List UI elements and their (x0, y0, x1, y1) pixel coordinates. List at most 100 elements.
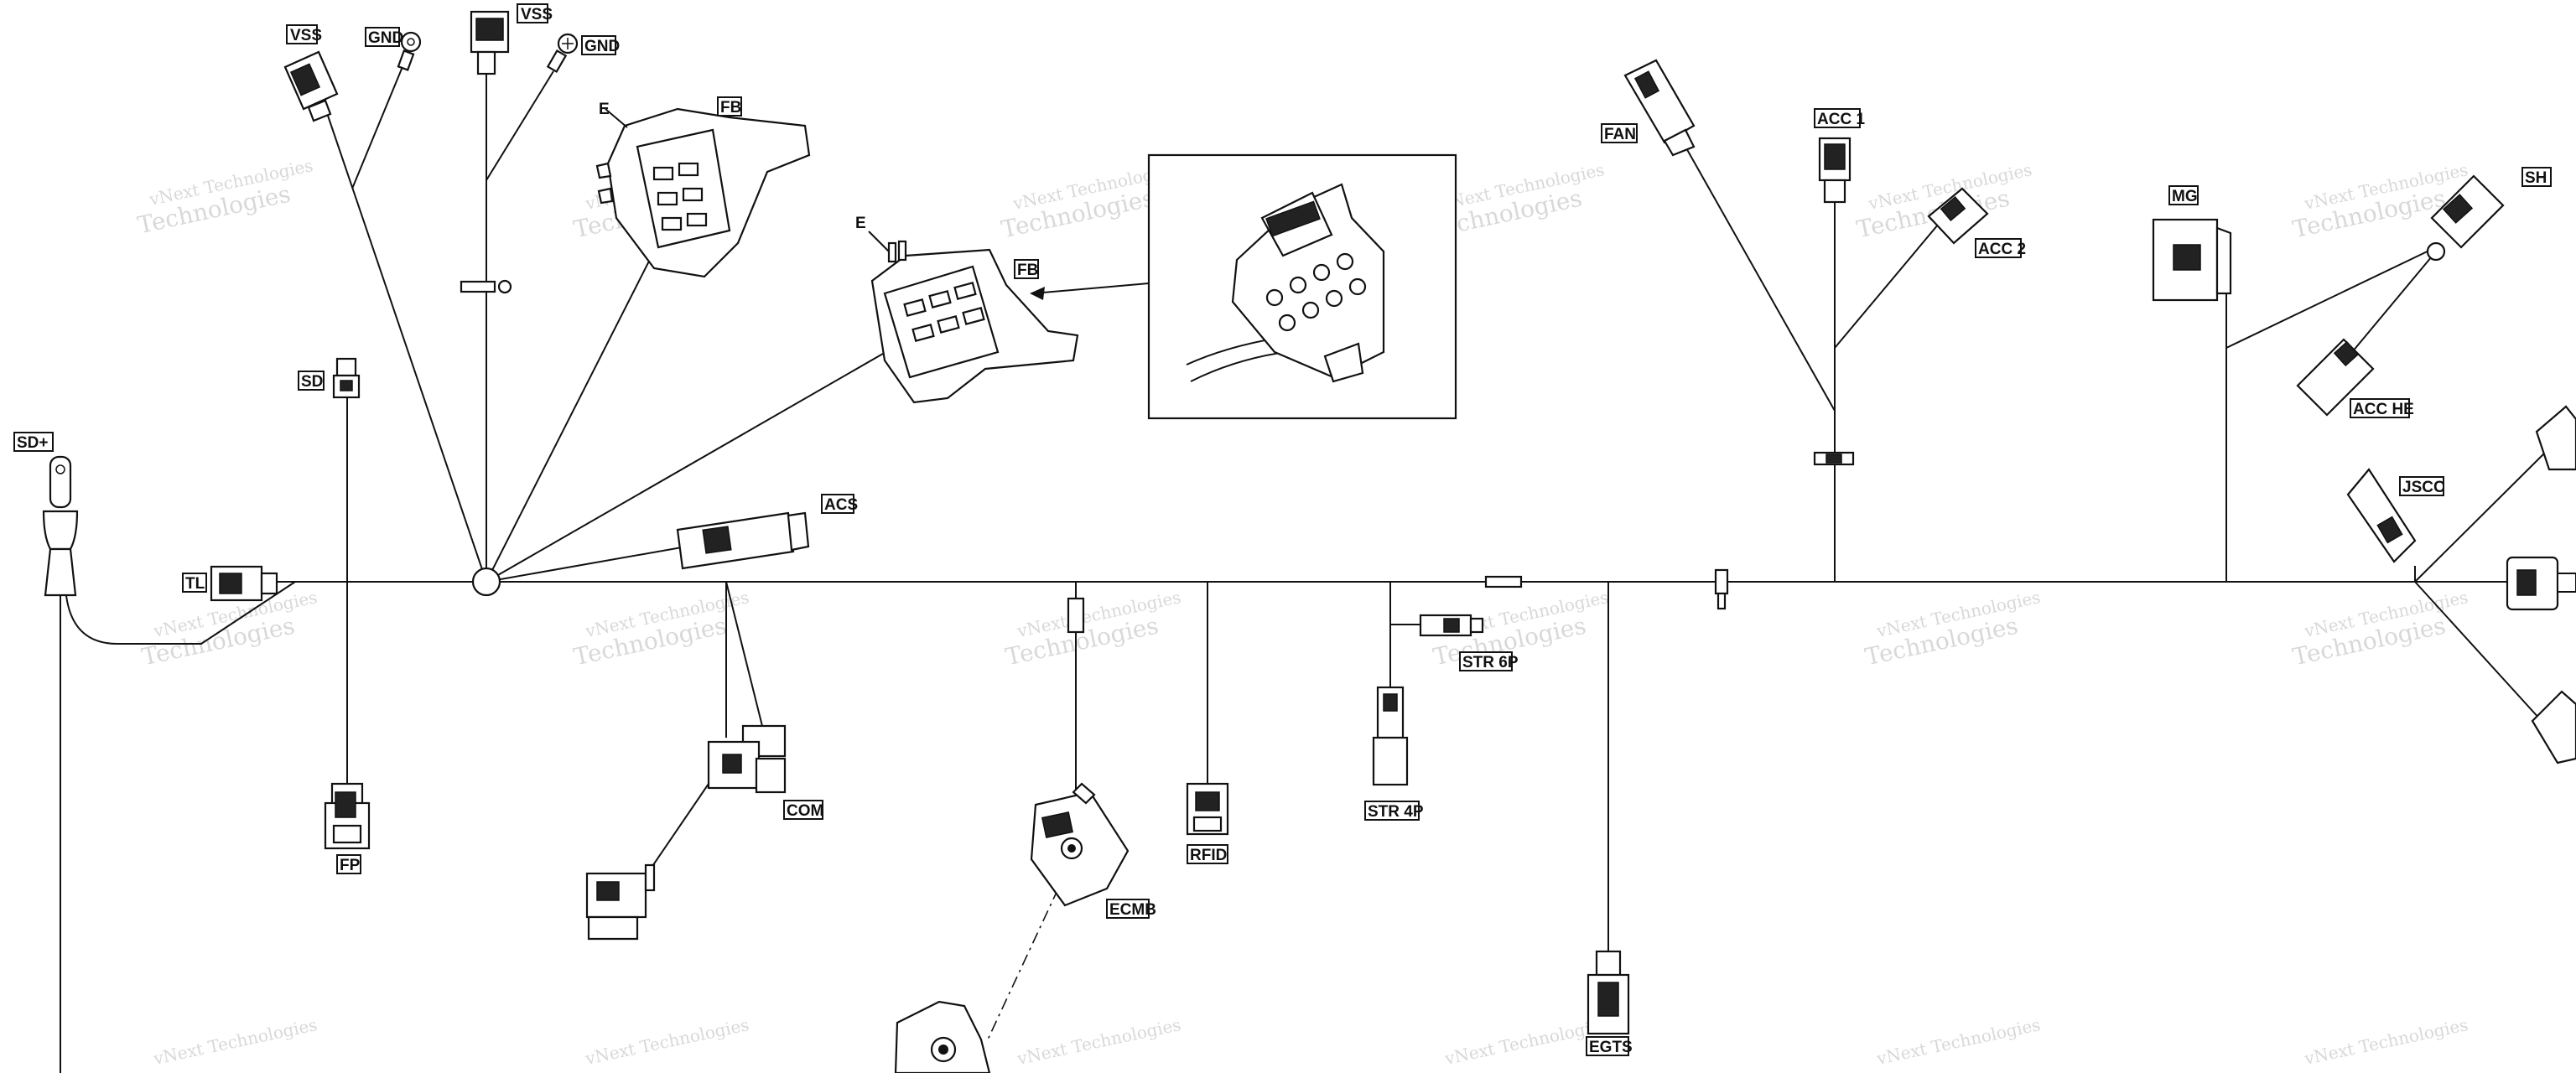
watermark: vNext Technologies (151, 1014, 319, 1069)
svg-text:MG: MG (2172, 188, 2198, 205)
svg-text:ACS: ACS (824, 496, 858, 514)
label-rfid: RFID (1187, 844, 1228, 864)
svg-text:FAN: FAN (1604, 126, 1636, 143)
svg-text:vNext Technologies: vNext Technologies (583, 1014, 750, 1069)
label-vss-2: VSS (517, 3, 553, 23)
label-fb-2: FB (1014, 259, 1039, 279)
fan-connector[interactable] (1623, 59, 1696, 157)
inline-connector-trunk (1714, 568, 1729, 610)
acs-wire (486, 544, 697, 583)
inline-connector-ecmb (1067, 597, 1085, 634)
label-ecmb: ECMB (1106, 899, 1156, 919)
label-str-4p: STR 4P (1364, 801, 1424, 821)
svg-text:STR 6P: STR 6P (1462, 654, 1519, 671)
svg-text:JSCC: JSCC (2402, 479, 2445, 496)
str-4p-connector[interactable] (1372, 686, 1409, 786)
svg-text:COM: COM (787, 802, 823, 820)
svg-text:TL: TL (185, 575, 205, 593)
fb-detail-arrow (1032, 283, 1150, 294)
splice-node (471, 567, 501, 597)
svg-text:VSS: VSS (521, 6, 553, 23)
gnd-terminal-2[interactable] (546, 33, 579, 74)
label-fp: FP (336, 854, 361, 874)
watermark: vNext Technologies Technologies (571, 587, 750, 671)
watermark: vNext Technologies (2302, 1014, 2470, 1069)
label-acc-2: ACC 2 (1975, 238, 2026, 258)
rfid-connector[interactable] (1186, 782, 1229, 836)
fuse-box-1[interactable] (595, 107, 811, 278)
watermark: vNext Technologies Technologies (1003, 587, 1182, 671)
label-fb-1: FB (717, 96, 742, 117)
label-vss-1: VSS (286, 24, 322, 44)
label-com: COM (783, 800, 823, 820)
acc-1-connector[interactable] (1818, 137, 1852, 204)
label-acc-1: ACC 1 (1814, 108, 1865, 128)
com-secondary-connector[interactable] (585, 863, 656, 941)
arrow-head (1030, 287, 1045, 300)
label-sd-plus: SD+ (13, 432, 54, 452)
svg-text:GND: GND (368, 29, 403, 47)
right-edge-connector-middle[interactable] (2506, 556, 2576, 611)
acc-2-connector[interactable] (1927, 187, 1989, 245)
right-lower-wire (2414, 581, 2550, 730)
fp-connector[interactable] (324, 782, 371, 850)
ecm-bottom-connector[interactable] (894, 1000, 991, 1073)
inline-connector-acc (1813, 451, 1855, 466)
label-sh: SH (2521, 167, 2552, 187)
acs-connector[interactable] (676, 511, 810, 570)
vss1-wire (326, 112, 487, 583)
svg-text:ACC 1: ACC 1 (1817, 111, 1865, 128)
fb2-wire (486, 347, 894, 583)
label-fan: FAN (1601, 123, 1638, 143)
label-sd: SD (298, 371, 325, 391)
sd-plus-loop-wire (65, 581, 296, 645)
svg-text:FP: FP (340, 857, 361, 874)
svg-text:vNext Technologies: vNext Technologies (2302, 1014, 2470, 1069)
svg-text:SD+: SD+ (17, 434, 49, 452)
sd-plus-terminal[interactable] (42, 455, 79, 597)
svg-text:FB: FB (1017, 262, 1038, 279)
inline-fuse (1484, 575, 1523, 588)
svg-text:GND: GND (584, 38, 620, 55)
ground-lug (460, 279, 512, 294)
mg-connector[interactable] (2152, 218, 2232, 302)
com-wire-c (645, 783, 709, 877)
watermark: vNext Technologies (1442, 1014, 1610, 1069)
fan-wire (1685, 146, 1836, 412)
svg-text:ECMB: ECMB (1109, 901, 1156, 919)
label-acc-he: ACC HE (2350, 398, 2414, 418)
sh-connector[interactable] (2426, 174, 2505, 262)
watermark: vNext Technologies (1015, 1014, 1182, 1069)
vss-connector-1[interactable] (283, 50, 339, 122)
vss-connector-2[interactable] (470, 10, 510, 75)
gnd-terminal-1[interactable] (397, 31, 422, 71)
label-tl: TL (182, 573, 207, 593)
str-6p-connector[interactable] (1419, 614, 1484, 637)
ecmb-connector[interactable] (1030, 782, 1130, 907)
label-acs: ACS (821, 494, 858, 514)
fb-detail-inset (1147, 153, 1457, 420)
svg-text:vNext Technologies: vNext Technologies (1015, 1014, 1182, 1069)
right-edge-connector-lower[interactable] (2531, 690, 2576, 765)
com-connector[interactable] (707, 724, 787, 794)
label-e-1: E (599, 101, 610, 118)
sd-connector[interactable] (332, 357, 361, 399)
gnd2-wire (486, 70, 554, 181)
svg-text:RFID: RFID (1190, 847, 1227, 864)
tl-connector[interactable] (210, 565, 278, 602)
label-egts: EGTS (1586, 1036, 1633, 1056)
egts-connector[interactable] (1587, 950, 1630, 1035)
svg-text:vNext Technologies: vNext Technologies (1442, 1014, 1610, 1069)
fuse-box-2[interactable] (868, 231, 1079, 404)
label-e-2: E (855, 215, 866, 232)
svg-text:SD: SD (301, 373, 323, 391)
watermark: vNext Technologies Technologies (2290, 587, 2470, 671)
svg-text:ACC 2: ACC 2 (1978, 241, 2026, 258)
acc-he-connector[interactable] (2296, 338, 2375, 417)
fb1-wire (486, 234, 663, 583)
label-gnd-2: GND (581, 35, 620, 55)
svg-text:VSS: VSS (290, 27, 322, 44)
jscc-connector[interactable] (2346, 468, 2417, 563)
right-edge-connector-upper[interactable] (2535, 405, 2576, 471)
